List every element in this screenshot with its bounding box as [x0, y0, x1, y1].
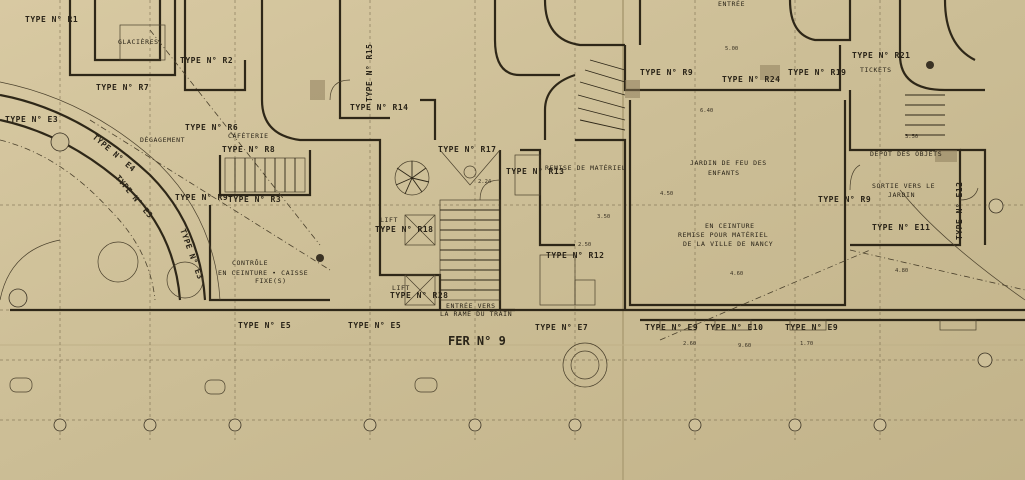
dim-11: 1.70 — [800, 341, 813, 347]
room-glacieres: GLACIÈRES — [118, 37, 159, 46]
room-sortie: SORTIE VERS LE — [872, 182, 935, 190]
dimension-labels: 5.00 4.50 3.50 4.60 9.60 2.50 2.24 3.50 … — [478, 46, 918, 349]
room-entree-train: LA RAME DU TRAIN — [440, 310, 512, 318]
dim-6: 2.50 — [578, 242, 591, 248]
label-type-r2: TYPE N° R2 — [180, 56, 233, 65]
dim-3: 3.50 — [597, 214, 610, 220]
dim-8: 3.50 — [905, 134, 918, 140]
label-type-r8: TYPE N° R8 — [222, 145, 275, 154]
label-type-r18: TYPE N° R18 — [375, 225, 433, 234]
label-type-r9: TYPE N° R9 — [175, 193, 228, 202]
walls — [10, 0, 1025, 322]
room-controle-sub: EN CEINTURE • CAISSE — [218, 269, 308, 277]
room-labels: GLACIÈRES DÉGAGEMENT CAFÉTERIE CONTRÔLE … — [118, 0, 942, 318]
room-entree: ENTRÉE VERS — [446, 301, 496, 310]
label-type-r19: TYPE N° R19 — [788, 68, 846, 77]
room-remise-2: REMISE POUR MATÉRIEL — [678, 230, 768, 239]
room-enfants: ENFANTS — [708, 169, 740, 177]
dim-2: 4.50 — [660, 191, 673, 197]
label-type-e10: TYPE N° E10 — [705, 323, 763, 332]
dim-10: 2.60 — [683, 341, 696, 347]
column-markers — [8, 132, 1004, 432]
room-controle: CONTRÔLE — [232, 258, 268, 267]
label-fer-9: FER N° 9 — [448, 334, 506, 348]
stairs — [224, 59, 945, 301]
room-remise-1: EN CEINTURE — [705, 222, 755, 230]
dim-4: 4.60 — [730, 271, 743, 277]
label-type-e5-b: TYPE N° E5 — [348, 321, 401, 330]
room-entree-top: ENTRÉE — [718, 0, 745, 8]
room-jardin: JARDIN DE FEU DES — [690, 159, 767, 167]
label-type-e12: TYPE N° E12 — [955, 182, 964, 240]
label-type-r17: TYPE N° R17 — [438, 145, 496, 154]
room-controle-sub2: FIXE(S) — [255, 277, 287, 285]
room-lift-a: LIFT — [380, 216, 398, 224]
grid-lines — [0, 0, 1025, 440]
room-remise-3: DE LA VILLE DE NANCY — [683, 240, 773, 248]
label-type-r7: TYPE N° R7 — [96, 83, 149, 92]
room-cafeterie: CAFÉTERIE — [228, 131, 269, 140]
label-type-r14: TYPE N° R14 — [350, 103, 408, 112]
dim-7: 2.24 — [478, 179, 492, 185]
label-type-r9-top: TYPE N° R9 — [640, 68, 693, 77]
label-type-r3: TYPE N° R3 — [228, 195, 281, 204]
label-type-e9-a: TYPE N° E9 — [645, 323, 698, 332]
room-degagement: DÉGAGEMENT — [140, 135, 185, 144]
label-type-r1: TYPE N° R1 — [25, 15, 78, 24]
room-sortie-jardin: JARDIN — [888, 191, 915, 199]
label-type-e9-b: TYPE N° E9 — [785, 323, 838, 332]
details — [97, 24, 979, 388]
label-type-r12: TYPE N° R12 — [546, 251, 604, 260]
dim-5: 9.60 — [738, 343, 751, 349]
label-type-r13: TYPE N° R13 — [506, 167, 564, 176]
label-type-r21: TYPE N° R21 — [852, 51, 910, 60]
room-remise-materiel: REMISE DE MATÉRIEL — [545, 163, 626, 172]
room-depot: DÉPÔT DES OBJETS — [870, 149, 942, 158]
label-type-e3-left: TYPE N° E3 — [5, 115, 58, 124]
label-type-e11: TYPE N° E11 — [872, 223, 930, 232]
platform-benches — [9, 319, 977, 395]
label-type-r9-right: TYPE N° R9 — [818, 195, 871, 204]
label-type-e5-a: TYPE N° E5 — [238, 321, 291, 330]
room-lift-b: LIFT — [392, 284, 410, 292]
label-type-r24: TYPE N° R24 — [722, 75, 780, 84]
label-type-r15: TYPE N° R15 — [365, 44, 374, 102]
dim-12: 6.40 — [700, 108, 713, 114]
label-type-r28: TYPE N° R28 — [390, 291, 448, 300]
dim-9: 4.80 — [895, 268, 908, 274]
dim-1: 5.00 — [725, 46, 738, 52]
label-type-r6: TYPE N° R6 — [185, 123, 238, 132]
label-type-e7: TYPE N° E7 — [535, 323, 588, 332]
room-tickets: TICKETS — [860, 66, 892, 74]
curved-track — [0, 29, 1025, 341]
